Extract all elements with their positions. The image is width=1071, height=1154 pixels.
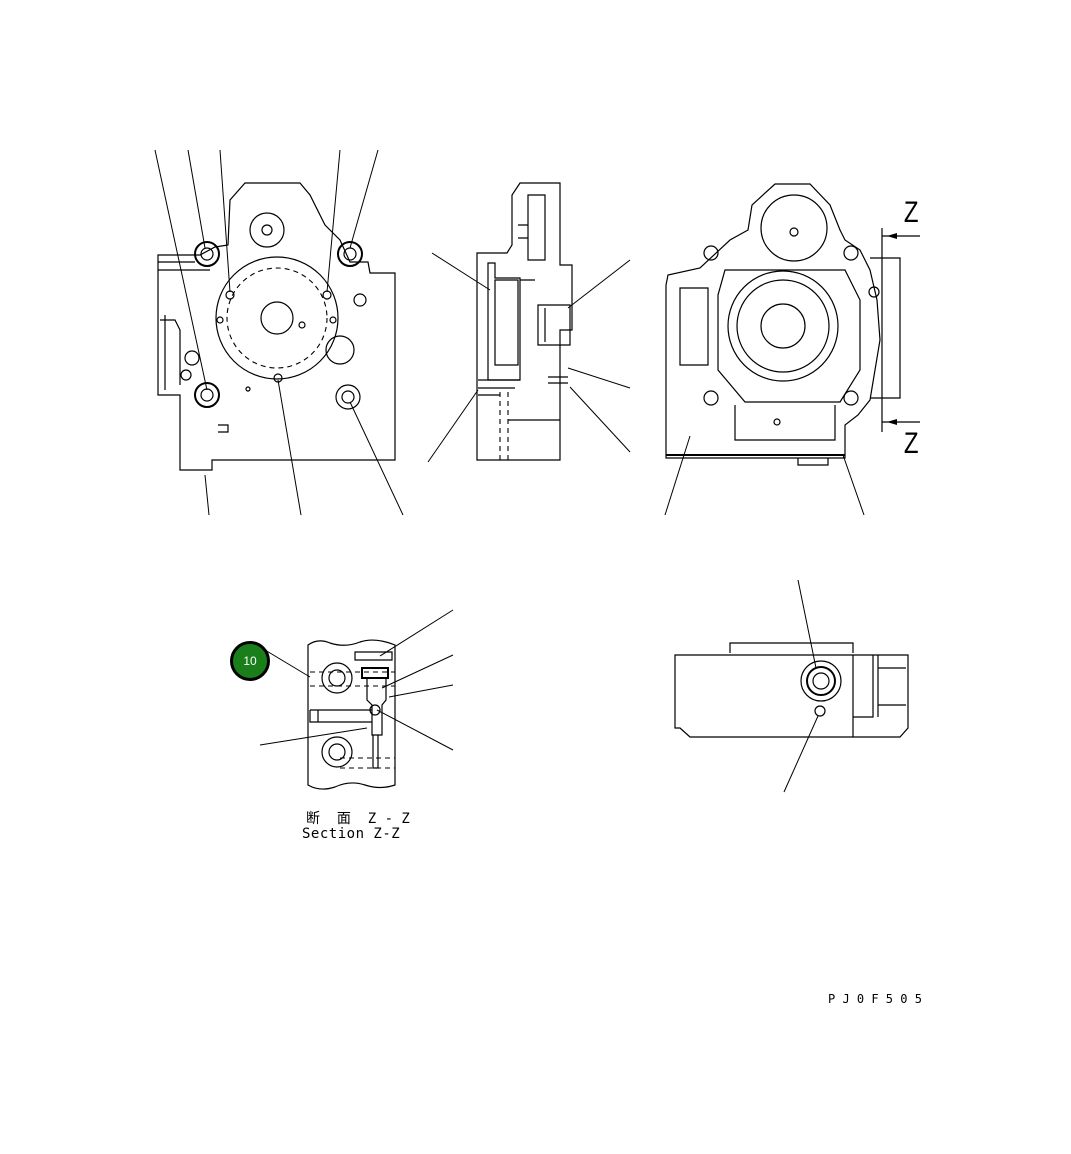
section-title-jp: 断 面 Z - Z — [306, 811, 410, 827]
front-leaders — [154, 149, 404, 516]
rear-view — [665, 183, 920, 466]
section-title-en: Section Z-Z — [302, 826, 401, 842]
drawing-code: P J 0 F 5 0 5 — [828, 992, 922, 1006]
callout-badge-10[interactable]: 10 — [230, 641, 270, 681]
side-section-view — [476, 182, 573, 461]
bottom-leaders — [783, 579, 819, 793]
side-leaders — [427, 252, 631, 463]
section-marker-top: Z — [903, 196, 919, 229]
section-leaders — [259, 609, 454, 751]
section-marker-bottom: Z — [903, 427, 919, 460]
bottom-view — [674, 642, 909, 738]
rear-leaders — [664, 435, 865, 516]
section-z-z — [307, 639, 396, 790]
